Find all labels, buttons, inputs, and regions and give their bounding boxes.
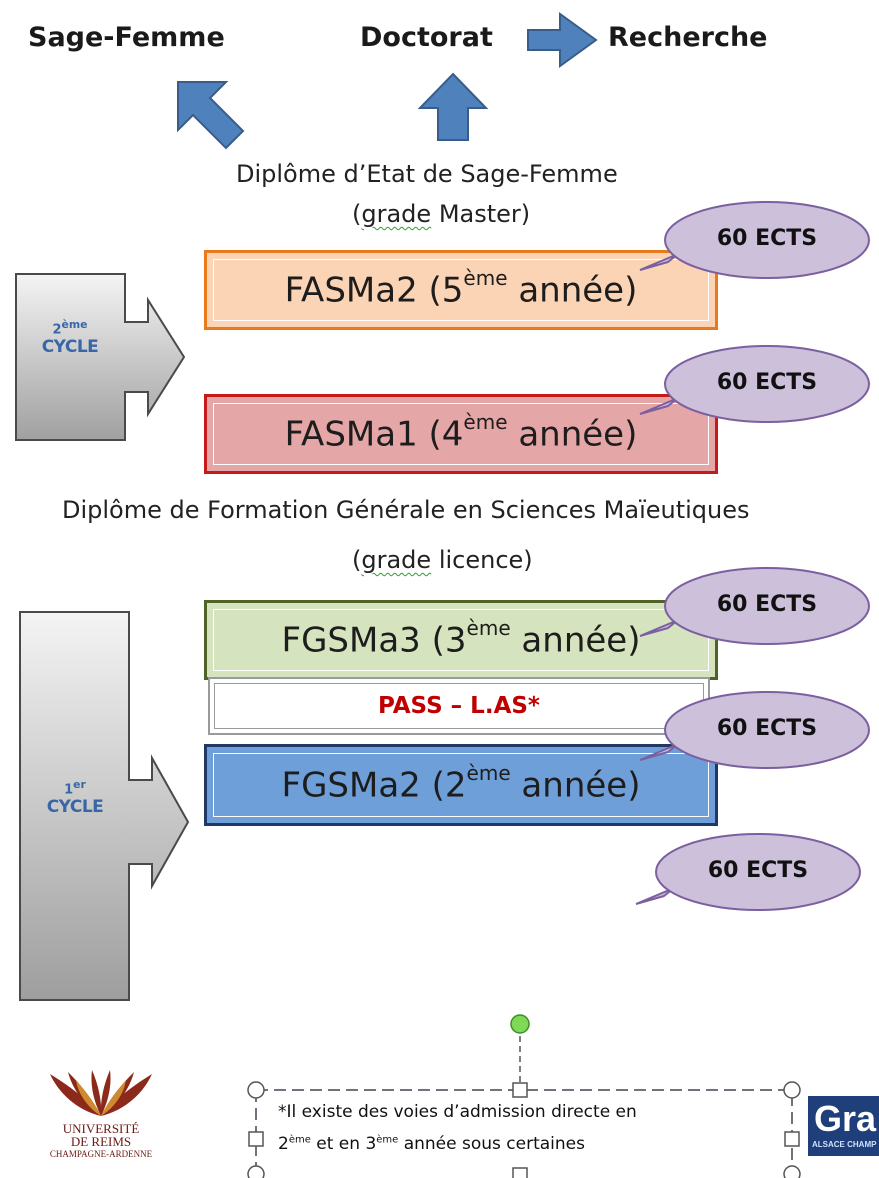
university-logo-text: UNIVERSITÉ DE REIMS CHAMPAGNE-ARDENNE <box>49 1121 153 1159</box>
ects-label-1: 60 ECTS <box>716 226 818 251</box>
first-cycle-label: 1er CYCLE <box>46 778 104 818</box>
note-textbox-frame[interactable] <box>230 1010 810 1178</box>
ects-bubble-1 <box>639 201 870 279</box>
grade-licence-caption: (grade licence) <box>352 546 533 574</box>
ects-bubble-4 <box>639 691 870 769</box>
diplome-etat-title: Diplôme d’Etat de Sage-Femme <box>236 160 618 188</box>
top-arrows <box>177 12 598 150</box>
arrow-right-icon <box>527 12 598 68</box>
rotate-handle-icon <box>510 1014 530 1034</box>
ects-bubble-5 <box>635 833 861 911</box>
label-sage-femme: Sage-Femme <box>28 22 225 53</box>
arrow-up-icon <box>417 72 489 141</box>
ects-bubble-2 <box>639 345 870 423</box>
grade-master-caption: (grade Master) <box>352 200 531 228</box>
diplome-formation-title: Diplôme de Formation Générale en Science… <box>62 496 750 524</box>
year-box-fasma2: FASMa2 (5ème année) <box>204 250 718 330</box>
ects-label-3: 60 ECTS <box>716 592 818 617</box>
year-box-fasma1: FASMa1 (4ème année) <box>204 394 718 474</box>
partner-logo: Gra ALSACE CHAMP <box>808 1096 879 1156</box>
note-line-2: 2ème et en 3ème année sous certaines <box>278 1134 585 1154</box>
second-cycle-arrow <box>15 273 186 441</box>
label-recherche: Recherche <box>608 22 768 53</box>
arrow-up-left-icon <box>177 81 245 150</box>
ects-label-2: 60 ECTS <box>716 370 818 395</box>
year-box-fgsma2: FGSMa2 (2ème année) <box>204 744 718 826</box>
ects-bubble-3 <box>639 567 870 645</box>
ects-label-5: 60 ECTS <box>707 858 809 883</box>
pass-las-label: PASS – L.AS* <box>378 693 540 719</box>
note-line-1: *Il existe des voies d’admission directe… <box>278 1102 637 1122</box>
ects-label-4: 60 ECTS <box>716 716 818 741</box>
second-cycle-label: 2ème CYCLE <box>41 318 99 358</box>
first-cycle-arrow <box>19 611 190 1001</box>
ects-bubbles <box>639 201 870 769</box>
university-logo-icon <box>50 1070 152 1116</box>
label-doctorat: Doctorat <box>360 22 493 53</box>
